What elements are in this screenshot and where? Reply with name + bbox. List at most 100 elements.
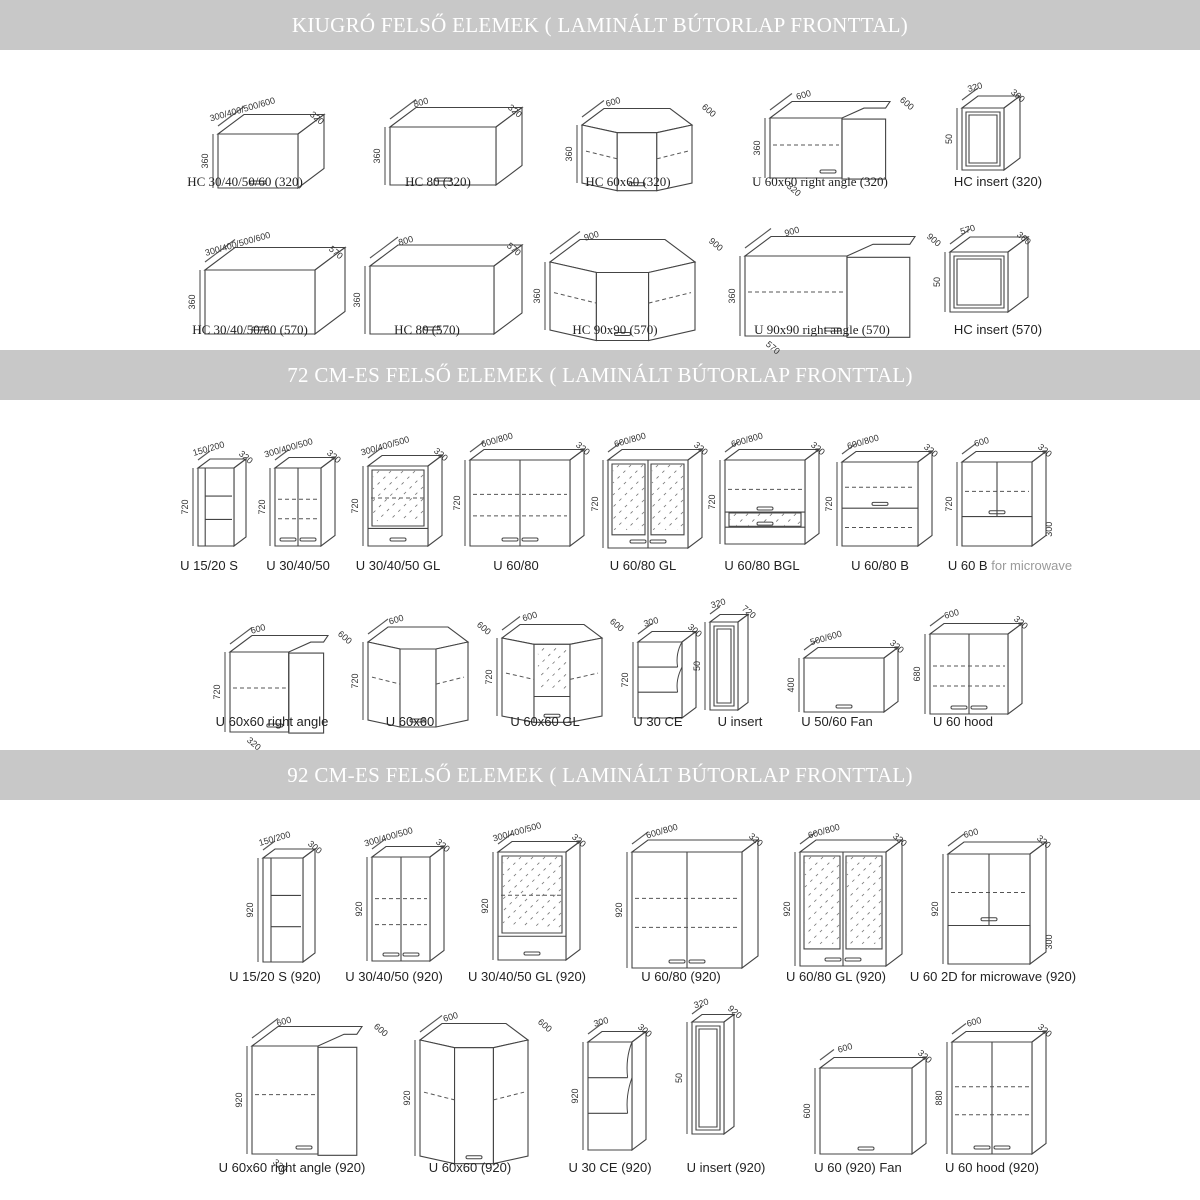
svg-text:600: 600 bbox=[962, 826, 979, 840]
svg-text:50: 50 bbox=[932, 277, 942, 287]
svg-text:800: 800 bbox=[412, 95, 429, 109]
svg-text:600: 600 bbox=[795, 88, 812, 102]
cabinet-label: U 60/80 GL (920) bbox=[786, 969, 886, 984]
svg-text:600: 600 bbox=[388, 613, 405, 627]
cabinet-label: U 60 B for microwave bbox=[947, 558, 1073, 573]
svg-text:360: 360 bbox=[727, 288, 737, 303]
svg-text:920: 920 bbox=[782, 901, 792, 916]
svg-text:900: 900 bbox=[925, 231, 943, 248]
cabinet-label: HC 80 (320) bbox=[405, 174, 471, 189]
svg-text:600: 600 bbox=[372, 1021, 390, 1038]
svg-text:360: 360 bbox=[352, 292, 362, 307]
svg-text:720: 720 bbox=[620, 672, 630, 687]
cabinet-label: U insert bbox=[717, 714, 763, 729]
cabinet-label: HC 30/40/50/60 (570) bbox=[192, 322, 308, 337]
cabinet-label: U 15/20 S (920) bbox=[229, 969, 321, 984]
svg-text:720: 720 bbox=[180, 499, 190, 514]
svg-text:600/800: 600/800 bbox=[846, 433, 880, 452]
svg-text:150/200: 150/200 bbox=[192, 439, 226, 458]
section-header-kiugro: KIUGRÓ FELSŐ ELEMEK ( LAMINÁLT BÚTORLAP … bbox=[0, 0, 1200, 50]
cabinet-label: U 15/20 S bbox=[180, 558, 238, 573]
cabinet-label: HC 60x60 (320) bbox=[585, 174, 671, 189]
svg-text:600/800: 600/800 bbox=[730, 431, 764, 450]
svg-text:920: 920 bbox=[402, 1090, 412, 1105]
svg-text:720: 720 bbox=[944, 496, 954, 511]
svg-text:900: 900 bbox=[583, 229, 600, 243]
svg-text:600/800: 600/800 bbox=[807, 822, 841, 841]
section-title: 72 CM-ES FELSŐ ELEMEK ( LAMINÁLT BÚTORLA… bbox=[287, 362, 913, 387]
section-header-72cm: 72 CM-ES FELSŐ ELEMEK ( LAMINÁLT BÚTORLA… bbox=[0, 350, 1200, 400]
svg-text:920: 920 bbox=[234, 1092, 244, 1107]
svg-text:300/400/500: 300/400/500 bbox=[363, 825, 414, 848]
svg-text:320: 320 bbox=[710, 596, 727, 610]
cabinet-label: U 60x60 right angle (920) bbox=[218, 1160, 366, 1175]
cabinet-label: U 30 CE bbox=[633, 714, 683, 729]
cabinet-label: U 30/40/50 GL (920) bbox=[467, 969, 587, 984]
svg-text:920: 920 bbox=[570, 1088, 580, 1103]
cabinet-label: U 30/40/50 GL bbox=[355, 558, 441, 573]
svg-text:600: 600 bbox=[973, 435, 990, 449]
svg-text:720: 720 bbox=[350, 673, 360, 688]
svg-text:720: 720 bbox=[484, 669, 494, 684]
section-title: 92 CM-ES FELSŐ ELEMEK ( LAMINÁLT BÚTORLA… bbox=[287, 762, 913, 787]
svg-text:600/800: 600/800 bbox=[480, 431, 514, 450]
cabinet-label: U 60 hood (920) bbox=[945, 1160, 1039, 1175]
cabinet-label: U 60x60 (920) bbox=[428, 1160, 512, 1175]
svg-text:800: 800 bbox=[397, 234, 414, 248]
svg-text:600: 600 bbox=[836, 1041, 853, 1055]
cabinet-label: U 60x60 right angle bbox=[215, 714, 329, 729]
svg-text:880: 880 bbox=[934, 1090, 944, 1105]
svg-text:600: 600 bbox=[943, 607, 960, 621]
svg-text:320: 320 bbox=[693, 996, 710, 1010]
cabinet-label: U 60/80 (920) bbox=[641, 969, 721, 984]
cabinet-label: U 60x60 bbox=[385, 714, 435, 729]
svg-text:920: 920 bbox=[245, 902, 255, 917]
cabinet-label: U 60 hood bbox=[933, 714, 993, 729]
svg-text:600/800: 600/800 bbox=[645, 822, 679, 841]
svg-text:600: 600 bbox=[608, 616, 626, 633]
svg-text:400: 400 bbox=[786, 677, 796, 692]
svg-text:720: 720 bbox=[452, 495, 462, 510]
svg-text:920: 920 bbox=[480, 898, 490, 913]
cabinet-label: U 60 2D for microwave (920) bbox=[909, 969, 1077, 984]
cabinet-label: U 60x60 GL bbox=[510, 714, 580, 729]
svg-text:300: 300 bbox=[1044, 934, 1054, 949]
svg-text:360: 360 bbox=[200, 153, 210, 168]
svg-text:600: 600 bbox=[275, 1014, 292, 1028]
svg-text:720: 720 bbox=[212, 684, 222, 699]
svg-text:720: 720 bbox=[350, 498, 360, 513]
svg-text:600: 600 bbox=[604, 95, 621, 109]
svg-text:360: 360 bbox=[752, 140, 762, 155]
cabinet-label: HC insert (570) bbox=[953, 322, 1043, 337]
svg-text:300/400/500: 300/400/500 bbox=[492, 820, 543, 843]
svg-text:600: 600 bbox=[336, 629, 354, 646]
cabinet-label: U 30/40/50 bbox=[266, 558, 330, 573]
svg-text:600: 600 bbox=[965, 1015, 982, 1029]
